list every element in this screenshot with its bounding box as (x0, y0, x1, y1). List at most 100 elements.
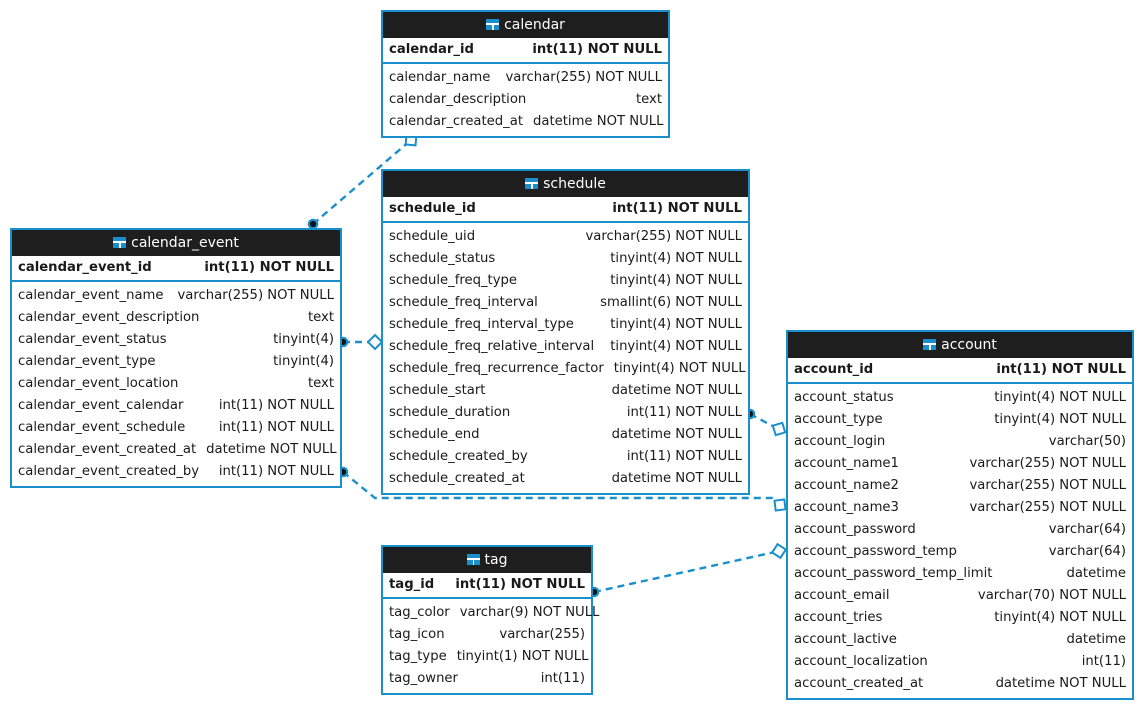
relationship-line (593, 548, 785, 594)
column-type: varchar(255) NOT NULL (177, 288, 335, 303)
column-row[interactable]: schedule_freq_recurrence_factor tinyint(4… (383, 358, 748, 380)
column-row[interactable]: account_created_at datetime NOT NULL (788, 673, 1132, 695)
table-icon (525, 178, 539, 189)
entity-header-calendar[interactable]: calendar (383, 12, 668, 38)
column-type: varchar(255) NOT NULL (969, 478, 1127, 493)
column-name: calendar_event_schedule (18, 420, 186, 435)
column-type: int(11) NOT NULL (626, 449, 742, 464)
entity-title: account (941, 337, 997, 353)
column-name: account_lactive (794, 632, 897, 647)
column-type: varchar(50) (1048, 434, 1126, 449)
entity-header-calendar_event[interactable]: calendar_event (12, 230, 340, 256)
column-row[interactable]: calendar_event_name varchar(255) NOT NULL (12, 285, 340, 307)
relationship-line (749, 412, 785, 434)
column-name: account_login (794, 434, 886, 449)
column-name: calendar_event_name (18, 288, 164, 303)
entity-header-schedule[interactable]: schedule (383, 171, 748, 197)
column-name: schedule_created_at (389, 471, 525, 486)
column-row[interactable]: calendar_event_calendar int(11) NOT NULL (12, 395, 340, 417)
column-name: calendar_event_description (18, 310, 200, 325)
column-name: schedule_freq_recurrence_factor (389, 361, 604, 376)
entity-header-tag[interactable]: tag (383, 547, 591, 573)
entity-header-account[interactable]: account (788, 332, 1132, 358)
column-name: account_name3 (794, 500, 899, 515)
column-name: calendar_event_calendar (18, 398, 184, 413)
relationship-target-diamond (770, 542, 788, 560)
column-name: account_password (794, 522, 916, 537)
column-type: tinyint(4) NOT NULL (610, 339, 742, 354)
column-name: account_type (794, 412, 883, 427)
column-type: varchar(64) (1048, 522, 1126, 537)
column-name: account_created_at (794, 676, 924, 691)
column-row[interactable]: account_login varchar(50) (788, 431, 1132, 453)
column-row[interactable]: account_password varchar(64) (788, 519, 1132, 541)
relationship-source-dot (307, 218, 319, 230)
column-type: datetime NOT NULL (533, 114, 664, 129)
entity-title: tag (484, 552, 508, 568)
column-type: varchar(70) NOT NULL (977, 588, 1126, 603)
column-type: datetime NOT NULL (206, 442, 337, 457)
column-type: int(11) NOT NULL (218, 398, 334, 413)
column-type: smallint(6) NOT NULL (600, 295, 742, 310)
column-type: text (307, 310, 334, 325)
column-row[interactable]: calendar_event_description text (12, 307, 340, 329)
column-type: datetime (1066, 566, 1126, 581)
fields-section: calendar_event_name varchar(255) NOT NULL… (12, 282, 340, 486)
column-type: tinyint(4) NOT NULL (613, 361, 746, 376)
column-type: datetime NOT NULL (995, 676, 1126, 691)
column-name: schedule_duration (389, 405, 511, 420)
column-name: calendar_event_type (18, 354, 156, 369)
column-name: schedule_freq_type (389, 273, 518, 288)
